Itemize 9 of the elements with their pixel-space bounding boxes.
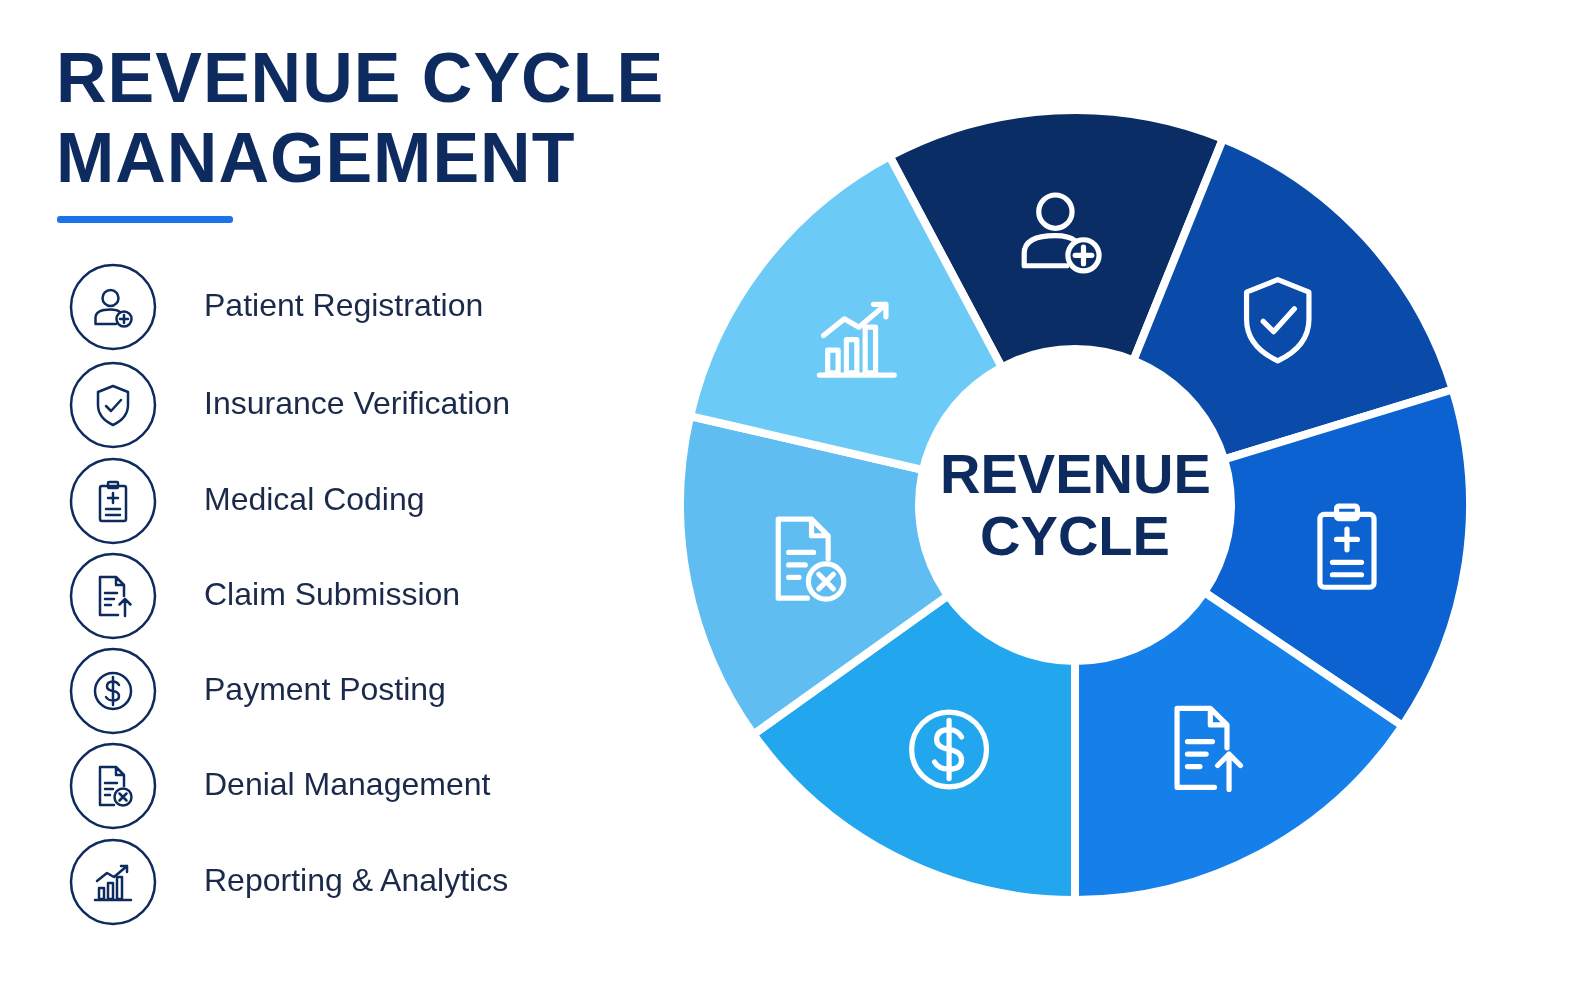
step-label: Medical Coding [204, 480, 425, 519]
step-label: Payment Posting [204, 670, 446, 709]
step-label: Patient Registration [204, 286, 484, 325]
step-label: Denial Management [204, 765, 491, 804]
step-label: Claim Submission [204, 575, 461, 614]
center-label: REVENUE CYCLE [940, 443, 1210, 567]
page-title: REVENUE CYCLE MANAGEMENT [56, 38, 666, 198]
step-label: Reporting & Analytics [204, 861, 509, 900]
step-label: Insurance Verification [204, 384, 510, 423]
